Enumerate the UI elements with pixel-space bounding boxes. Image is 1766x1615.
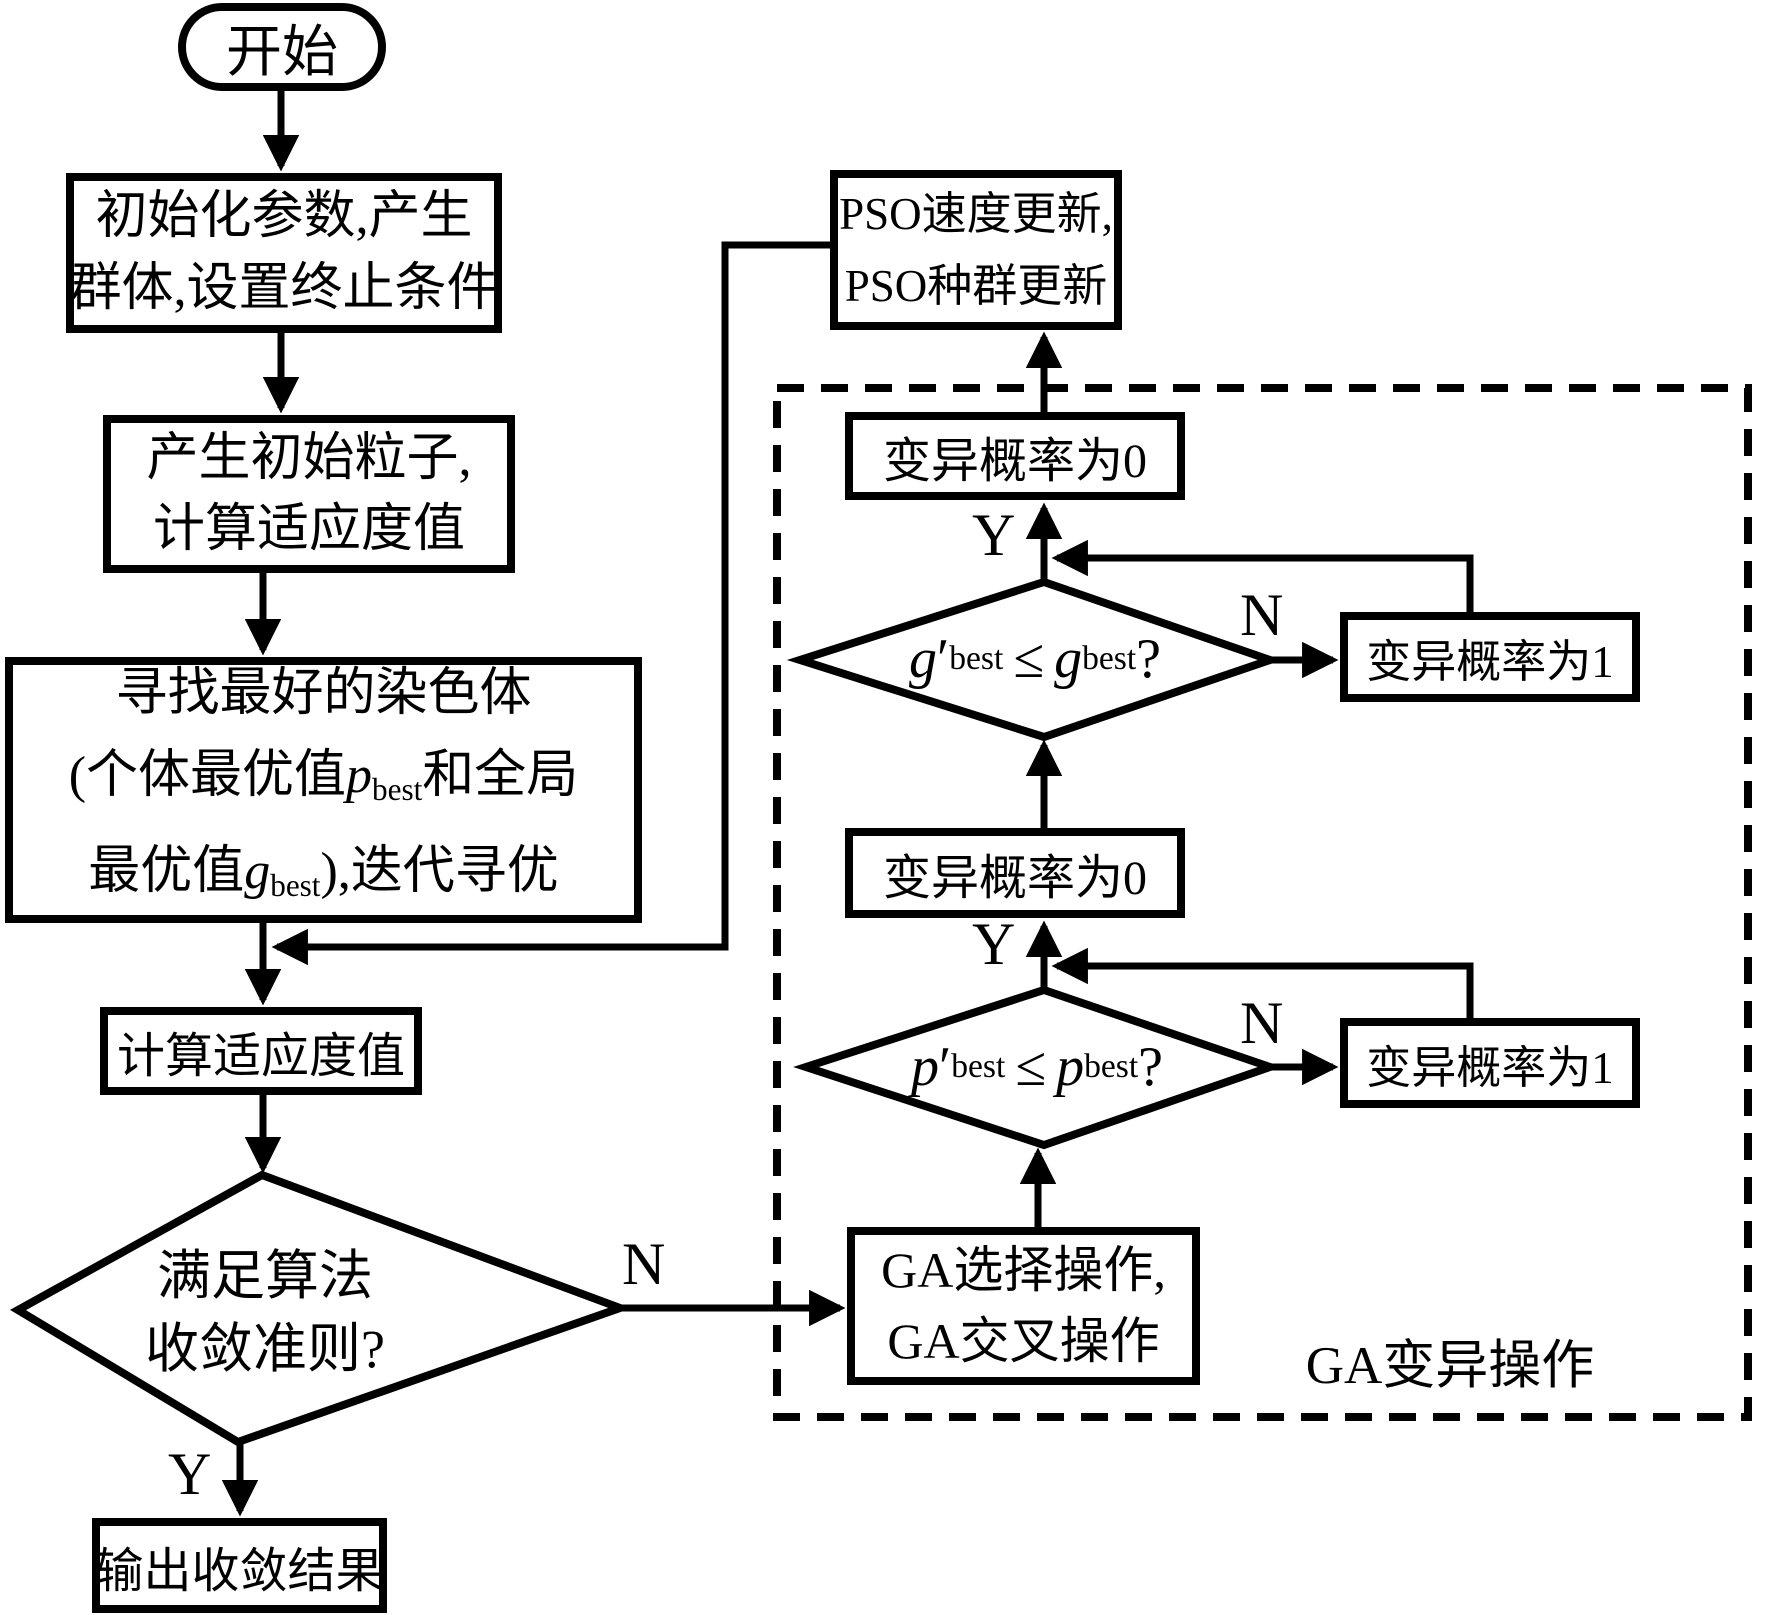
pbest-no-label: N	[1240, 990, 1284, 1056]
p-prime-subscript: best	[951, 1048, 1006, 1085]
g-variable: g	[1054, 628, 1083, 690]
p-variable: p	[1056, 1036, 1085, 1098]
best-chromosome-line1: 寻找最好的染色体	[115, 665, 532, 723]
convergence-yes-label: Y	[168, 1441, 212, 1507]
pso-update-line2: PSO种群更新	[844, 261, 1108, 311]
fitness-label: 计算适应度值	[116, 1030, 405, 1083]
leq-operator: ≤	[1013, 628, 1045, 690]
p-subscript: best	[1084, 1048, 1139, 1085]
convergence-diamond-label: 满足算法 收敛准则?	[145, 1246, 385, 1379]
pbest-diamond-shape	[793, 985, 1283, 1150]
gbest-subscript: best	[270, 867, 321, 903]
gbest-yes-label: Y	[972, 502, 1016, 568]
start-node: 开始	[178, 3, 386, 91]
p-question-mark: ?	[1138, 1036, 1164, 1098]
init-params-line1: 初始化参数,产生	[95, 188, 473, 245]
ga-select-line2: GA交叉操作	[887, 1313, 1160, 1369]
gbest-diamond-shape	[786, 577, 1283, 742]
g-prime-variable: g	[908, 628, 937, 690]
init-params-line2: 群体,设置终止条件	[69, 260, 499, 317]
pbest-subscript: best	[372, 772, 423, 807]
output-result-node: 输出收敛结果	[92, 1518, 387, 1613]
pso-update-line1: PSO速度更新,	[839, 189, 1113, 239]
arrow-mut1-top-loop	[1051, 539, 1474, 612]
best-chromosome-line3: 最优值gbest),迭代寻优	[88, 843, 559, 903]
mutation-prob-zero-top-node: 变异概率为0	[845, 412, 1185, 500]
ga-select-crossover-node: GA选择操作, GA交叉操作	[847, 1227, 1200, 1385]
output-result-label: 输出收敛结果	[95, 1544, 384, 1598]
leq-operator: ≤	[1015, 1036, 1047, 1098]
initial-particles-node: 产生初始粒子, 计算适应度值	[103, 415, 515, 573]
g-prime-subscript: best	[949, 640, 1004, 677]
fitness-node: 计算适应度值	[100, 1007, 422, 1095]
p-prime-mark: ′	[938, 1036, 952, 1098]
mutation-prob-one-top-node: 变异概率为1	[1340, 612, 1640, 702]
ga-mutation-region-border	[773, 384, 1752, 1421]
p-prime-variable: p	[910, 1036, 939, 1098]
arrow-pso-feedback	[271, 241, 830, 966]
convergence-no-label: N	[622, 1231, 666, 1297]
pso-update-node: PSO速度更新, PSO种群更新	[830, 170, 1122, 330]
mutation-prob-one-bottom-node: 变异概率为1	[1340, 1018, 1640, 1108]
ga-select-line1: GA选择操作,	[881, 1242, 1166, 1298]
g-question-mark: ?	[1136, 628, 1162, 690]
initial-particles-line2: 计算适应度值	[152, 501, 465, 558]
initial-particles-line1: 产生初始粒子,	[146, 430, 472, 487]
best-chromosome-node: 寻找最好的染色体 (个体最优值pbest和全局 最优值gbest),迭代寻优	[5, 657, 642, 923]
gbest-variable: g	[244, 843, 271, 900]
init-params-node: 初始化参数,产生 群体,设置终止条件	[66, 173, 502, 333]
gbest-no-label: N	[1240, 582, 1284, 648]
pbest-variable: p	[346, 747, 373, 805]
g-subscript: best	[1082, 640, 1137, 677]
ga-mutation-region-label: GA变异操作	[1305, 1337, 1595, 1395]
start-label: 开始	[226, 21, 338, 84]
mutation-prob-zero-bottom-node: 变异概率为0	[845, 828, 1185, 918]
pbest-yes-label: Y	[972, 911, 1016, 977]
g-prime-mark: ′	[936, 628, 950, 690]
arrow-mut1-bottom-loop	[1051, 947, 1474, 1018]
best-chromosome-line2: (个体最优值pbest和全局	[68, 747, 579, 807]
